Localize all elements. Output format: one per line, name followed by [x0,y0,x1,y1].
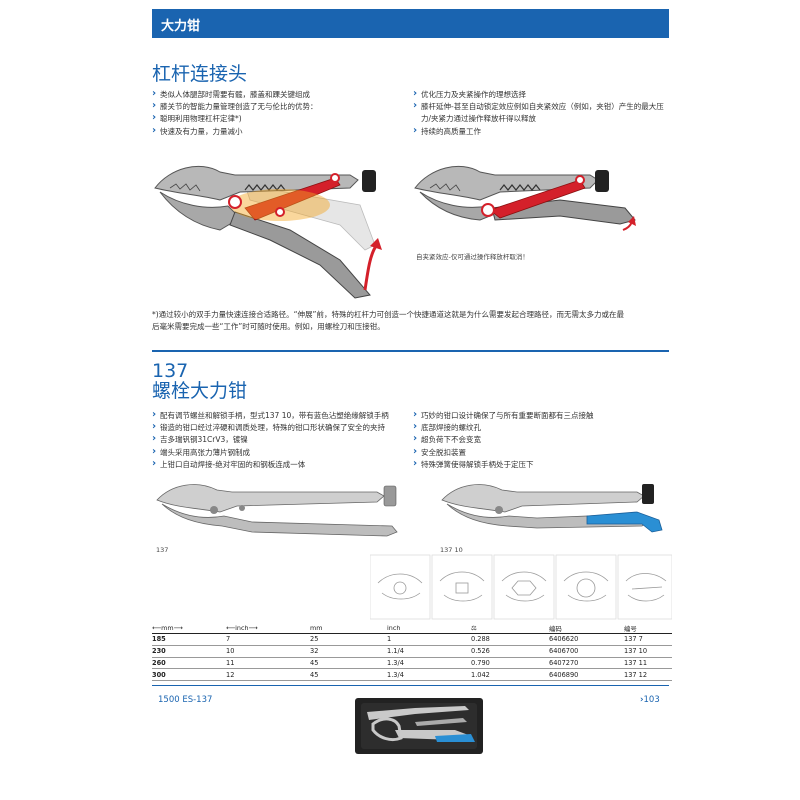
col-header-opening-inch: inch [387,623,471,634]
bullet: 特殊弹簧使得解锁手柄处于定压下 [413,458,594,471]
cell: 45 [310,668,387,682]
section1-title: 杠杆连接头 [152,63,248,85]
header-title: 大力钳 [161,19,201,34]
divider [152,685,669,686]
bullet: 持续的高质量工作 [413,125,671,138]
bullet: 膝关节的智能力量管理创造了无与伦比的优势： [152,100,318,113]
cell: 0.790 [471,657,549,670]
cell: 1.3/4 [387,668,471,682]
bullet: 配有调节螺丝和解锁手柄，型式137 10，带有蓝色沾塑绝缘解锁手柄 [152,409,389,422]
jaw-profile-sketches [370,554,672,620]
cell: 230 [152,645,226,658]
self-locking-plier-illustration [414,165,636,231]
spec-table: ⟵mm⟶ ⟵inch⟶ mm inch ⚖ 编码 编号 185 7 25 1 0… [152,623,672,682]
section1-bullets-left: 类似人体腿部时需要有髋，膝盖和踝关键组成 膝关节的智能力量管理创造了无与伦比的优… [152,88,318,138]
cell: 260 [152,657,226,670]
col-header-code: 编码 [549,623,624,634]
cell: 137 7 [624,633,672,646]
section1-bullets-right: 优化压力及夹紧操作的理想选择 膝杆延伸-甚至自动锁定效应例如自夹紧效应（例如，夹… [413,88,671,138]
col-header-length-inch: ⟵inch⟶ [226,623,310,634]
table-row: 260 11 45 1.3/4 0.790 6407270 137 11 [152,657,672,670]
bullet: 吉多瑞钒钢31CrV3，镀镍 [152,433,389,446]
weight-icon: ⚖ [471,624,477,632]
bullet: 底部焊接的螺纹孔 [413,421,594,434]
cell: 1.042 [471,668,549,682]
cell: 1.1/4 [387,645,471,658]
lever-plier-illustration [154,165,382,299]
table-row: 300 12 45 1.3/4 1.042 6406890 137 12 [152,668,672,682]
cell: 45 [310,657,387,670]
footer-page-link[interactable]: ›103 [640,695,660,705]
plier-137-caption: 137 [156,546,169,554]
bullet: 优化压力及夹紧操作的理想选择 [413,88,671,101]
cell: 7 [226,633,310,646]
bullet: 聪明利用物理杠杆定律*) [152,112,318,125]
bullet: 安全脱扣装置 [413,446,594,459]
cell: 185 [152,633,226,646]
cell: 0.526 [471,645,549,658]
section1-footnote: *)通过较小的双手力量快速连接合适路径。“伸展”前，特殊的杠杆力可创造一个快捷通… [152,309,672,333]
footnote-line: 后毫米需要完成一些“工作”时可随时使用。例如，用螺栓刀和压接钳。 [152,322,385,331]
col-header-number: 编号 [624,623,672,634]
cell: 137 10 [624,645,672,658]
cell: 25 [310,633,387,646]
bullet: 类似人体腿部时需要有髋，膝盖和踝关键组成 [152,88,318,101]
col-header-opening-mm: mm [310,623,387,634]
cell: 10 [226,645,310,658]
bullet: 巧妙的钳口设计确保了与所有重要断面都有三点接触 [413,409,594,422]
table-row: 230 10 32 1.1/4 0.526 6406700 137 10 [152,645,672,658]
cell: 11 [226,657,310,670]
bullet: 锻造的钳口经过淬硬和调质处理，特殊的钳口形状确保了安全的夹持 [152,421,389,434]
footnote-line: *)通过较小的双手力量快速连接合适路径。“伸展”前，特殊的杠杆力可创造一个快捷通… [152,310,624,319]
cell: 6406700 [549,645,624,658]
tool-module-tray-image [355,698,483,754]
cell: 137 11 [624,657,672,670]
chevron-right-icon: › [640,695,644,705]
bullet: 膝杆延伸-甚至自动锁定效应例如自夹紧效应（例如，夹钳）产生的最大压力/夹紧力通过… [413,100,671,125]
section2-number: 137 [152,360,189,382]
col-header-weight: ⚖ [471,623,549,634]
cell: 32 [310,645,387,658]
cell: 6406620 [549,633,624,646]
plier-137-10-image [441,484,663,533]
section1-caption: 自夹紧效应-仅可通过操作释放杆取消！ [416,253,529,261]
cell: 1.3/4 [387,657,471,670]
divider [152,350,669,352]
footer-ref-left[interactable]: 1500 ES-137 [158,695,213,705]
cell: 6407270 [549,657,624,670]
header-bar: 大力钳 [152,9,669,38]
cell: 6406890 [549,668,624,682]
cell: 12 [226,668,310,682]
col-header-length-mm: ⟵mm⟶ [152,623,226,634]
bullet: 上钳口自动焊接-绝对牢固的和钢板连成一体 [152,458,389,471]
bullet: 快速及有力量，力量减小 [152,125,318,138]
section2-bullets-right: 巧妙的钳口设计确保了与所有重要断面都有三点接触 底部焊接的螺纹孔 超负荷下不会变… [413,409,594,471]
cell: 300 [152,668,226,682]
table-row: 185 7 25 1 0.288 6406620 137 7 [152,633,672,646]
cell: 1 [387,633,471,646]
bullet: 端头采用高张力薄片钢制成 [152,446,389,459]
section2-title: 螺栓大力钳 [152,380,248,402]
section2-bullets-left: 配有调节螺丝和解锁手柄，型式137 10，带有蓝色沾塑绝缘解锁手柄 锻造的钳口经… [152,409,389,471]
plier-137-10-caption: 137 10 [440,546,463,554]
plier-137-image [156,484,398,537]
cell: 137 12 [624,668,672,682]
table-header-row: ⟵mm⟶ ⟵inch⟶ mm inch ⚖ 编码 编号 [152,623,672,634]
bullet: 超负荷下不会变宽 [413,433,594,446]
cell: 0.288 [471,633,549,646]
